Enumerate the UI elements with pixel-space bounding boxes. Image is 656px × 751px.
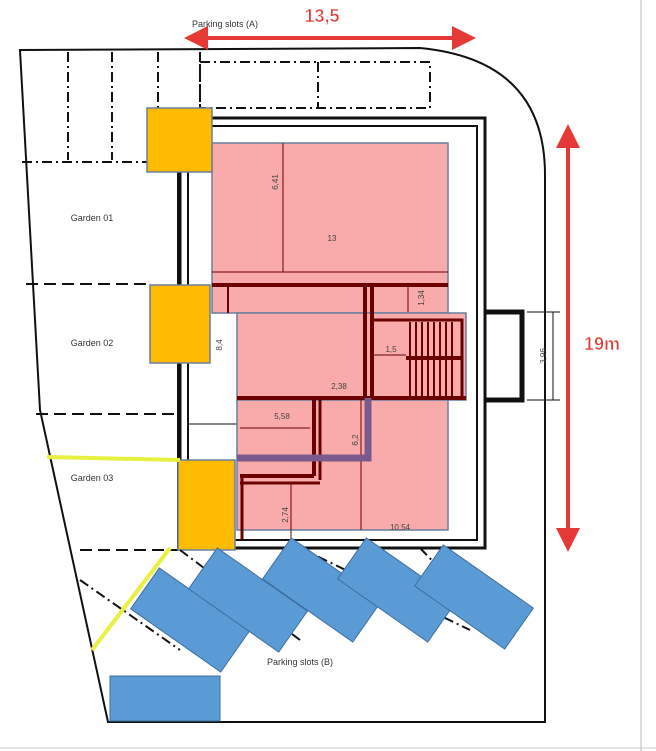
dim-1-5: 1,5 <box>385 345 397 354</box>
parking-b-label: Parking slots (B) <box>267 657 333 667</box>
garden-01-label: Garden 01 <box>71 213 114 223</box>
site-boundary <box>18 46 546 723</box>
dim-5-58: 5,58 <box>274 412 290 421</box>
height-total-label: 19m <box>584 334 620 354</box>
garden-02-label: Garden 02 <box>71 338 114 348</box>
dim-2-38: 2,38 <box>331 382 347 391</box>
entrance-blocks <box>146 107 236 551</box>
parked-cars <box>109 537 535 722</box>
entrance-porch <box>485 309 525 403</box>
boundary-line <box>90 546 172 652</box>
interior-walls <box>212 143 466 548</box>
garden-03-label: Garden 03 <box>71 473 114 483</box>
dim-8-4: 8,4 <box>215 339 224 351</box>
parking-a-slots <box>22 52 431 163</box>
dim-3-96: 3,96 <box>539 348 548 364</box>
dim-6-41: 6,41 <box>271 174 280 190</box>
garden-dividers <box>26 283 178 551</box>
staircase <box>372 322 462 396</box>
dim-6-2: 6,2 <box>351 434 360 446</box>
dim-13: 13 <box>328 234 337 243</box>
boundary-line <box>46 455 181 462</box>
dim-2-74: 2,74 <box>281 507 290 523</box>
dim-10-54: 10,54 <box>390 523 411 532</box>
corridor <box>237 398 372 462</box>
dim-1-34: 1,34 <box>417 290 426 306</box>
width-total-label: 13,5 <box>304 6 339 26</box>
parking-a-label: Parking slots (A) <box>192 19 258 29</box>
